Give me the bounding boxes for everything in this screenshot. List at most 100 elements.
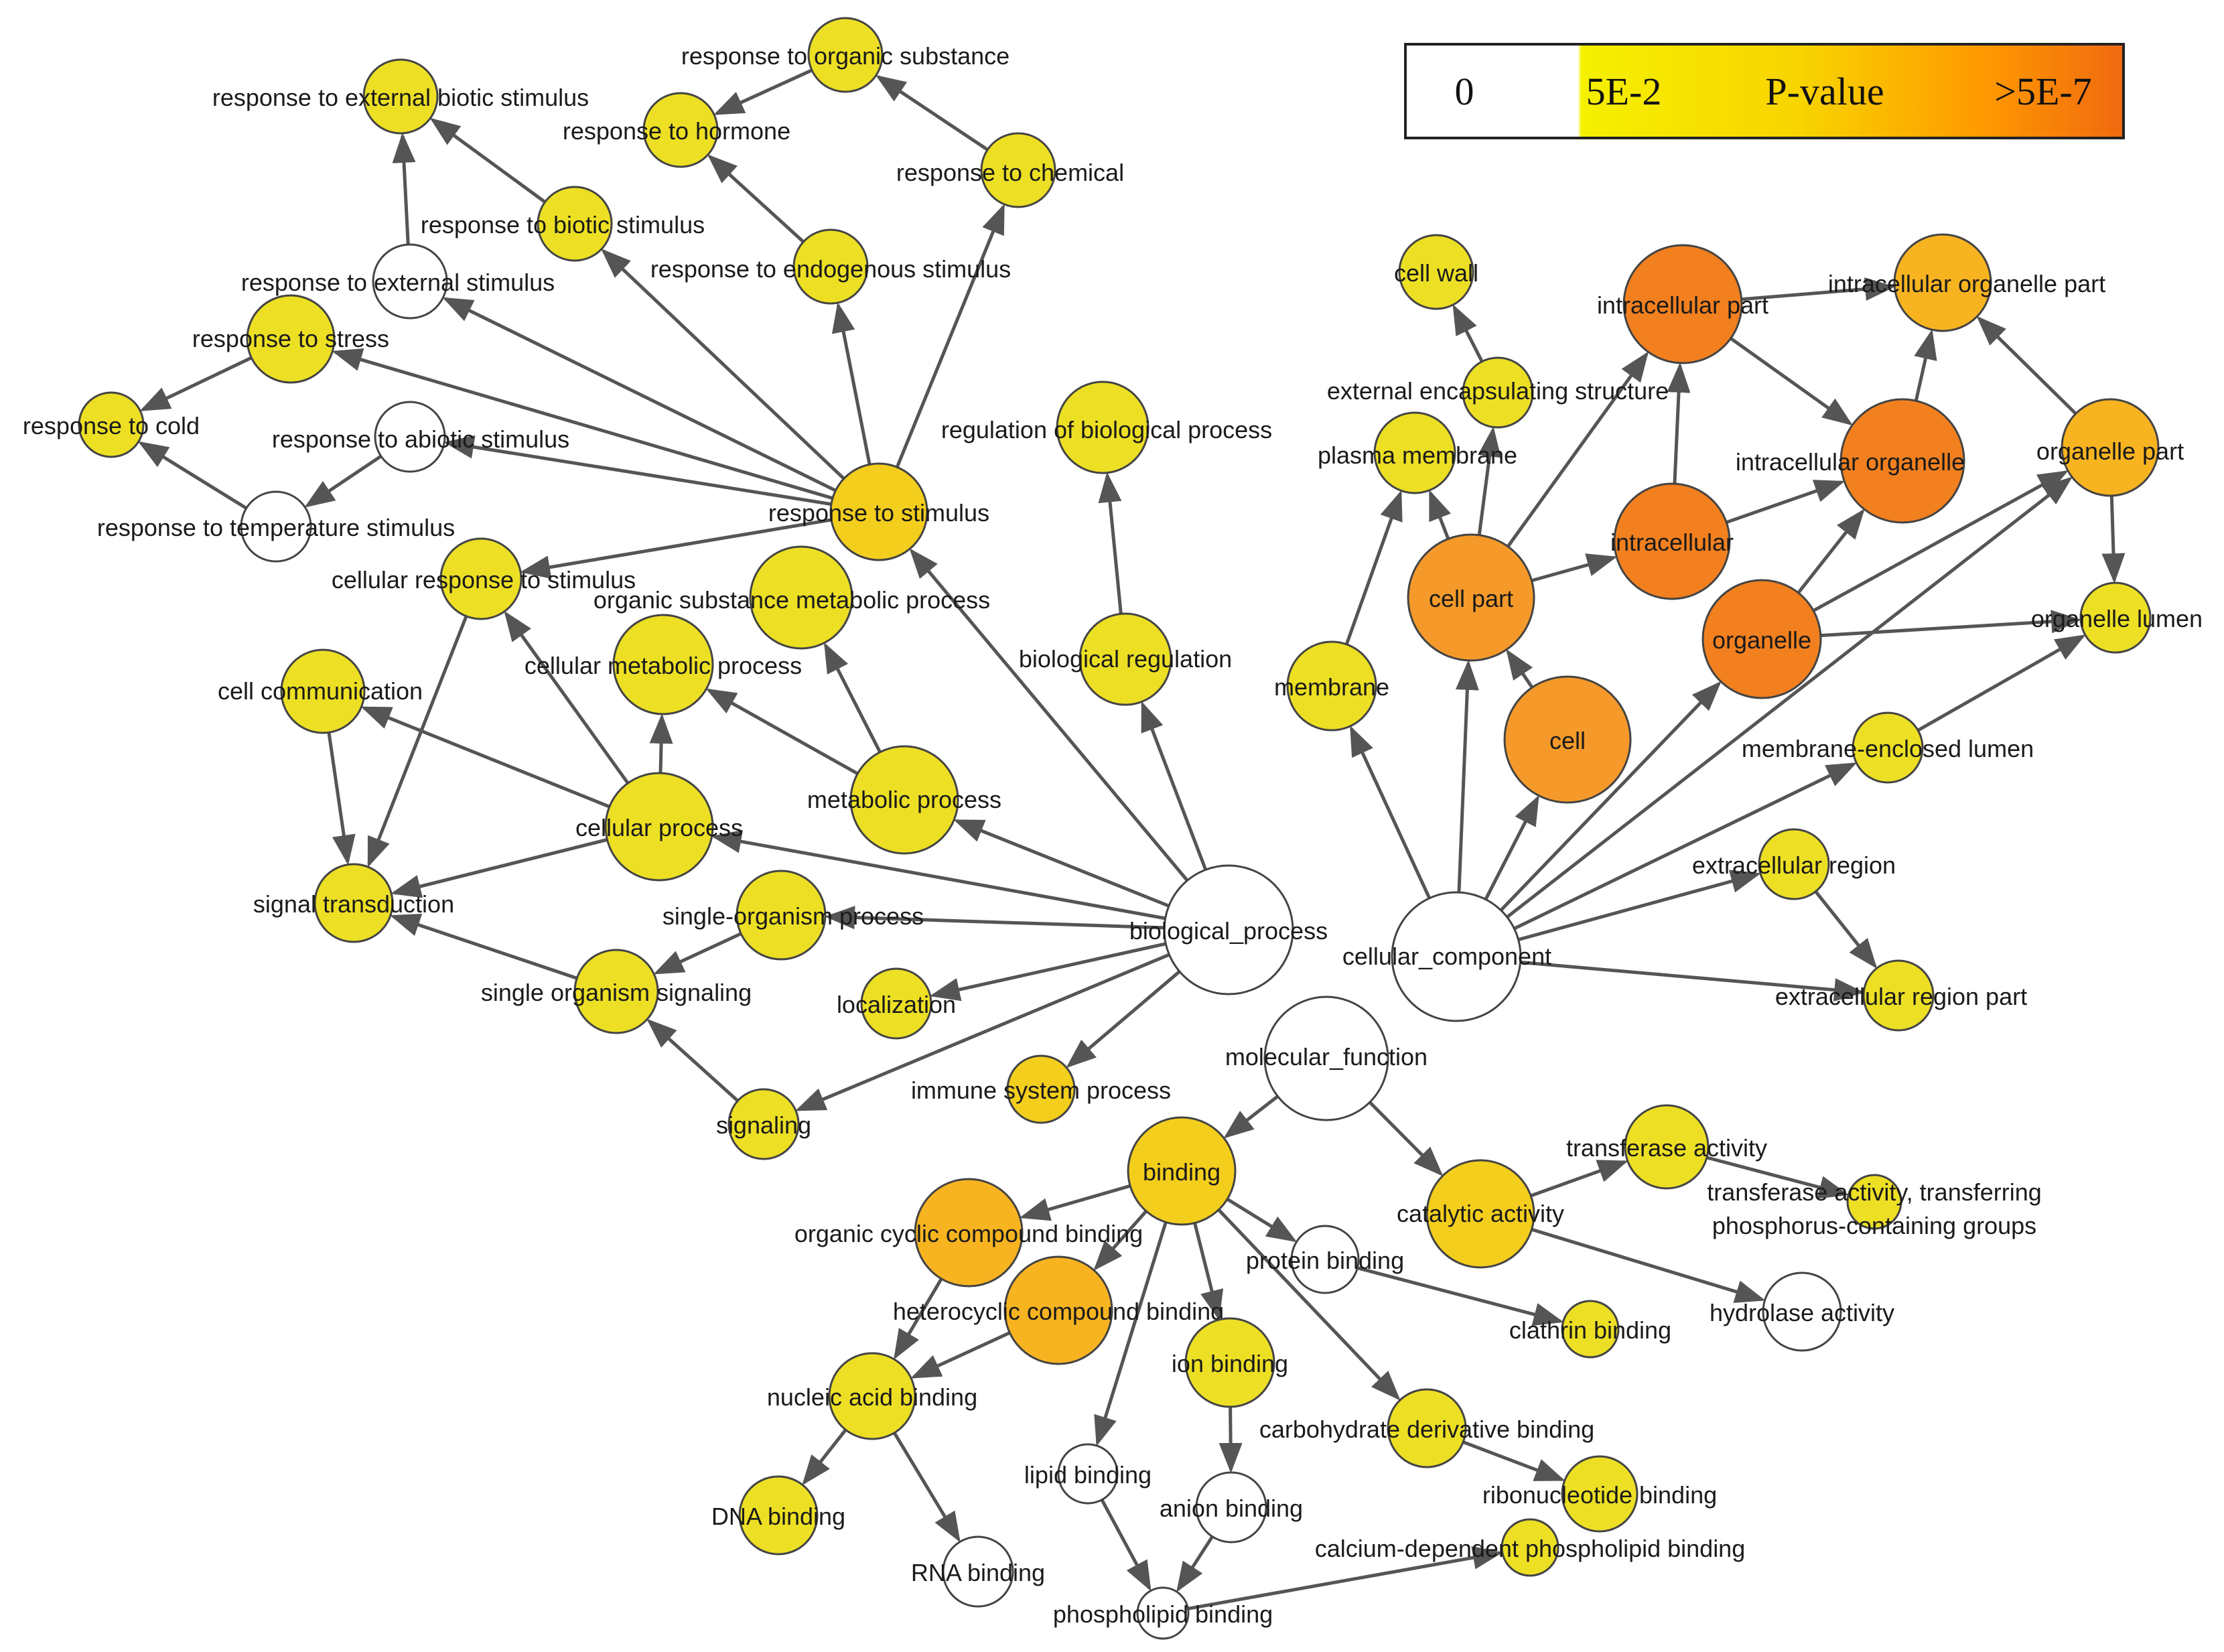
- node-circle-resp_ext[interactable]: [372, 243, 448, 320]
- node-extra_part[interactable]: extracellular region part: [1775, 959, 2027, 1032]
- node-intra_org_part[interactable]: intracellular organelle part: [1828, 233, 2105, 332]
- node-bio_reg[interactable]: biological regulation: [1019, 612, 1232, 706]
- node-circle-trans_phos[interactable]: [1846, 1174, 1902, 1230]
- node-localization[interactable]: localization: [837, 967, 956, 1040]
- node-circle-resp_stim[interactable]: [829, 462, 928, 561]
- node-circle-catalytic[interactable]: [1426, 1159, 1535, 1269]
- node-circle-plasma_mem[interactable]: [1373, 411, 1456, 494]
- node-circle-single_sig[interactable]: [573, 949, 659, 1034]
- node-binding[interactable]: binding: [1127, 1116, 1237, 1226]
- node-phospho[interactable]: phospholipid binding: [1053, 1586, 1273, 1640]
- node-single_org[interactable]: single-organism process: [663, 870, 924, 961]
- node-hetero[interactable]: heterocyclic compound binding: [893, 1255, 1224, 1365]
- node-rna[interactable]: RNA binding: [911, 1535, 1045, 1608]
- node-ca_phos[interactable]: calcium-dependent phospholipid binding: [1315, 1518, 1745, 1577]
- node-cell[interactable]: cell: [1503, 675, 1632, 804]
- node-cell_comm[interactable]: cell communication: [218, 648, 423, 734]
- node-circle-protein_bind[interactable]: [1290, 1225, 1360, 1294]
- node-ext_encap[interactable]: external encapsulating structure: [1327, 356, 1669, 429]
- node-anion[interactable]: anion binding: [1160, 1471, 1303, 1543]
- node-bio_proc[interactable]: biological_process: [1129, 864, 1328, 995]
- node-circle-phospho[interactable]: [1136, 1586, 1190, 1640]
- node-protein_bind[interactable]: protein binding: [1246, 1225, 1404, 1294]
- node-circle-org_lumen[interactable]: [2079, 581, 2152, 654]
- node-resp_stim[interactable]: response to stimulus: [768, 462, 989, 561]
- node-resp_chemical[interactable]: response to chemical: [896, 132, 1124, 208]
- node-circle-binding[interactable]: [1127, 1116, 1237, 1226]
- node-circle-carb_deriv[interactable]: [1387, 1388, 1467, 1468]
- node-circle-resp_temp[interactable]: [240, 490, 312, 563]
- node-circle-bio_reg[interactable]: [1079, 612, 1172, 706]
- node-circle-cell_resp[interactable]: [439, 537, 523, 620]
- node-mol_func[interactable]: molecular_function: [1225, 995, 1428, 1121]
- node-circle-organelle[interactable]: [1701, 579, 1822, 699]
- node-mem_lumen[interactable]: membrane-enclosed lumen: [1742, 711, 2034, 784]
- node-circle-cell[interactable]: [1503, 675, 1632, 804]
- node-circle-localization[interactable]: [860, 967, 932, 1040]
- node-cell_proc[interactable]: cellular process: [575, 772, 743, 882]
- node-circle-intracellular[interactable]: [1613, 482, 1731, 600]
- node-clathrin[interactable]: clathrin binding: [1509, 1300, 1671, 1359]
- node-circle-met_proc[interactable]: [849, 745, 959, 855]
- node-resp_stress[interactable]: response to stress: [192, 294, 389, 384]
- node-resp_cold[interactable]: response to cold: [23, 391, 200, 458]
- node-circle-resp_chemical[interactable]: [980, 132, 1056, 208]
- node-extra_region[interactable]: extracellular region: [1692, 828, 1896, 900]
- node-circle-org_part[interactable]: [2061, 398, 2160, 497]
- node-met_proc[interactable]: metabolic process: [807, 745, 1001, 855]
- node-plasma_mem[interactable]: plasma membrane: [1318, 411, 1517, 494]
- node-circle-cell_comp[interactable]: [1391, 891, 1522, 1022]
- node-sig_trans[interactable]: signal transduction: [253, 863, 454, 943]
- node-circle-intra_org[interactable]: [1839, 398, 1965, 524]
- node-circle-ribonuc[interactable]: [1561, 1455, 1639, 1533]
- node-cell_met[interactable]: cellular metabolic process: [525, 614, 802, 715]
- node-circle-org_cyclic[interactable]: [914, 1178, 1024, 1288]
- node-resp_temp[interactable]: response to temperature stimulus: [97, 490, 455, 563]
- node-cell_wall[interactable]: cell wall: [1394, 234, 1478, 310]
- node-circle-cell_part[interactable]: [1407, 533, 1535, 662]
- node-circle-bio_proc[interactable]: [1163, 864, 1294, 995]
- node-circle-intra_part[interactable]: [1622, 244, 1743, 364]
- node-transferase[interactable]: transferase activity: [1566, 1104, 1767, 1190]
- node-circle-extra_part[interactable]: [1862, 959, 1935, 1032]
- node-circle-cell_comm[interactable]: [280, 648, 366, 734]
- node-circle-hydrolase[interactable]: [1762, 1271, 1842, 1352]
- node-cell_part[interactable]: cell part: [1407, 533, 1535, 662]
- node-circle-lipid[interactable]: [1057, 1443, 1119, 1505]
- node-circle-resp_endog[interactable]: [792, 228, 869, 305]
- node-resp_endog[interactable]: response to endogenous stimulus: [650, 228, 1011, 305]
- node-circle-intra_org_part[interactable]: [1893, 233, 1992, 332]
- node-intra_part[interactable]: intracellular part: [1597, 244, 1768, 364]
- node-cell_comp[interactable]: cellular_component: [1342, 891, 1551, 1022]
- node-circle-signaling[interactable]: [727, 1088, 800, 1160]
- node-circle-resp_ext_biotic[interactable]: [362, 58, 439, 135]
- node-single_sig[interactable]: single organism signaling: [481, 949, 752, 1034]
- node-immune[interactable]: immune system process: [911, 1054, 1171, 1124]
- node-intracellular[interactable]: intracellular: [1610, 482, 1734, 600]
- node-circle-ca_phos[interactable]: [1501, 1518, 1559, 1577]
- node-reg_bio[interactable]: regulation of biological process: [941, 381, 1272, 474]
- node-membrane[interactable]: membrane: [1274, 640, 1389, 732]
- node-resp_hormone[interactable]: response to hormone: [563, 92, 790, 168]
- node-circle-resp_stress[interactable]: [246, 294, 336, 384]
- node-circle-resp_hormone[interactable]: [642, 92, 719, 168]
- node-circle-ext_encap[interactable]: [1462, 356, 1534, 429]
- node-circle-cell_proc[interactable]: [604, 772, 714, 882]
- node-circle-dna[interactable]: [738, 1475, 819, 1556]
- node-ion_bind[interactable]: ion binding: [1172, 1317, 1288, 1408]
- node-circle-transferase[interactable]: [1624, 1104, 1710, 1190]
- node-nucleic[interactable]: nucleic acid binding: [767, 1352, 977, 1440]
- node-dna[interactable]: DNA binding: [711, 1475, 845, 1556]
- node-circle-resp_cold[interactable]: [78, 391, 145, 458]
- node-circle-ion_bind[interactable]: [1184, 1317, 1275, 1408]
- node-circle-anion[interactable]: [1195, 1471, 1267, 1543]
- node-catalytic[interactable]: catalytic activity: [1397, 1159, 1564, 1269]
- node-organelle[interactable]: organelle: [1701, 579, 1822, 699]
- node-circle-clathrin[interactable]: [1561, 1300, 1620, 1359]
- node-circle-hetero[interactable]: [1003, 1255, 1113, 1365]
- node-circle-nucleic[interactable]: [828, 1352, 916, 1440]
- node-circle-mol_func[interactable]: [1263, 995, 1389, 1121]
- node-circle-mem_lumen[interactable]: [1852, 711, 1924, 784]
- node-circle-extra_region[interactable]: [1758, 828, 1830, 900]
